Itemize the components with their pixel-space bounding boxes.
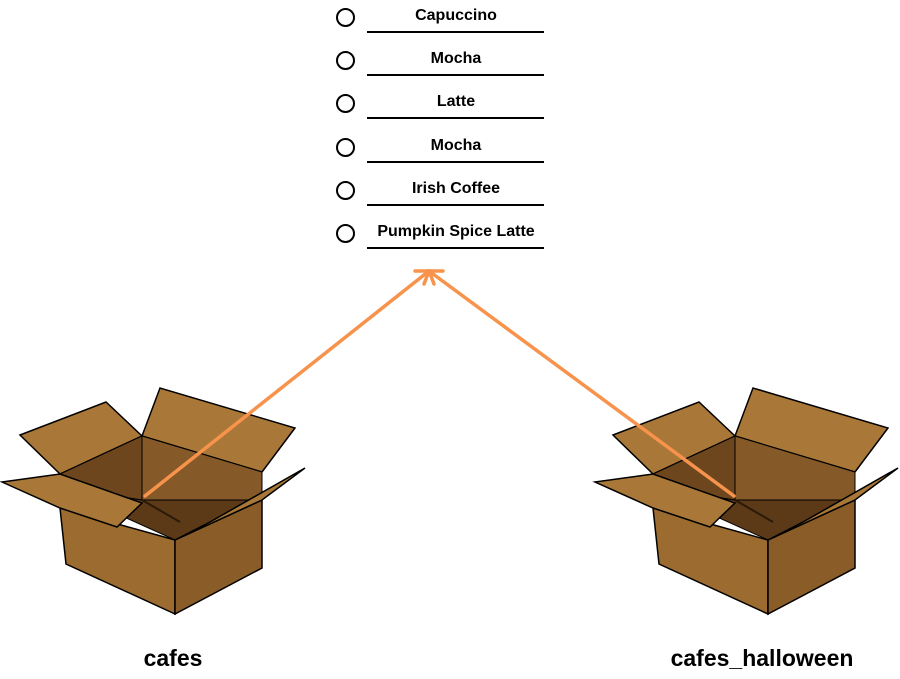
underline (367, 161, 544, 163)
list-item[interactable]: Latte (334, 90, 546, 122)
list-item-label: Mocha (430, 50, 482, 67)
list-item[interactable]: Mocha (334, 134, 546, 166)
radio-circle-icon[interactable] (336, 94, 355, 113)
underline (367, 247, 544, 249)
list-item[interactable]: Capuccino (334, 4, 546, 36)
box-icon-cafes (1, 387, 306, 615)
list-item[interactable]: Pumpkin Spice Latte (334, 220, 546, 252)
box-icon-cafes-halloween (594, 387, 899, 615)
radio-circle-icon[interactable] (336, 181, 355, 200)
list-item[interactable]: Mocha (334, 47, 546, 79)
box-label-cafes-halloween: cafes_halloween (670, 645, 854, 671)
radio-circle-icon[interactable] (336, 138, 355, 157)
underline (367, 31, 544, 33)
list-item-label: Irish Coffee (411, 180, 500, 197)
list-item[interactable]: Irish Coffee (334, 177, 546, 209)
underline (367, 74, 544, 76)
underline (367, 117, 544, 119)
list-item-label: Pumpkin Spice Latte (377, 223, 535, 240)
radio-circle-icon[interactable] (336, 8, 355, 27)
list-item-label: Mocha (430, 137, 482, 154)
radio-circle-icon[interactable] (336, 224, 355, 243)
arrow-right (426, 269, 736, 498)
radio-circle-icon[interactable] (336, 51, 355, 70)
arrow-left (143, 269, 432, 498)
list-item-label: Capuccino (415, 7, 497, 24)
box-label-cafes: cafes (143, 645, 203, 671)
underline (367, 204, 544, 206)
list-item-label: Latte (436, 93, 476, 110)
